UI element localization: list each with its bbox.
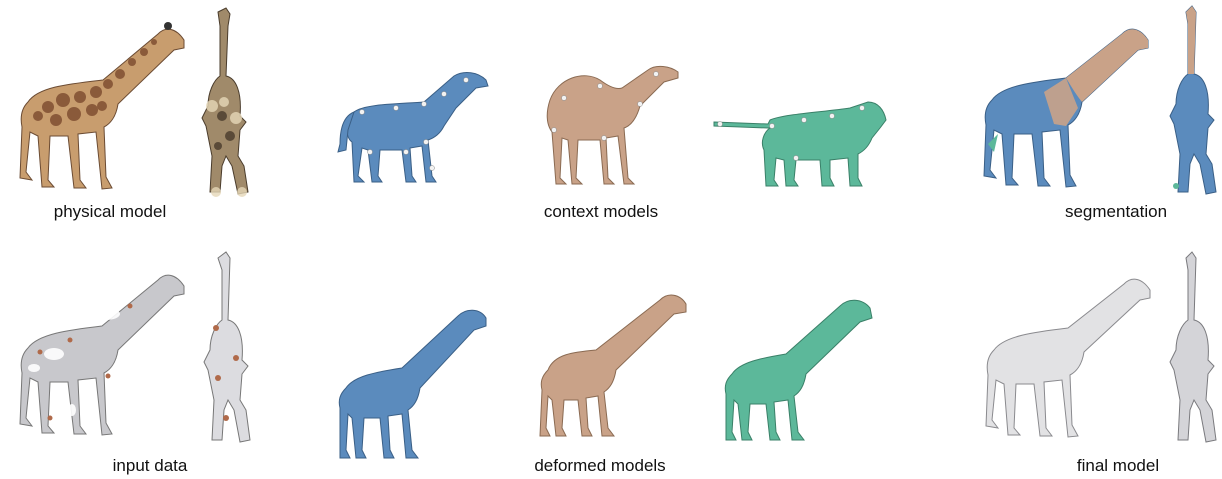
final-giraffe-side-model — [985, 278, 1151, 438]
input-data-giraffe-side — [19, 274, 185, 436]
final-giraffe-front-model — [1169, 251, 1217, 443]
physical-giraffe-side-image — [19, 22, 185, 190]
deformed-green-giraffe-model — [724, 299, 873, 441]
caption-context-models: context models — [543, 202, 659, 221]
deformed-tan-giraffe-model — [539, 294, 687, 437]
caption-final-model: final model — [1076, 456, 1160, 475]
segmentation-giraffe-front — [1169, 5, 1217, 195]
caption-segmentation: segmentation — [1064, 202, 1168, 221]
input-data-giraffe-front — [203, 251, 251, 443]
caption-physical-model: physical model — [53, 202, 167, 221]
context-horse-model — [337, 72, 489, 183]
deformed-blue-giraffe-model — [338, 309, 487, 459]
caption-deformed-models: deformed models — [534, 456, 666, 475]
context-camel-model — [546, 65, 679, 185]
context-lion-model — [713, 101, 887, 187]
caption-input-data: input data — [112, 456, 188, 475]
physical-giraffe-front-image — [201, 7, 249, 197]
segmentation-giraffe-side — [983, 28, 1149, 188]
